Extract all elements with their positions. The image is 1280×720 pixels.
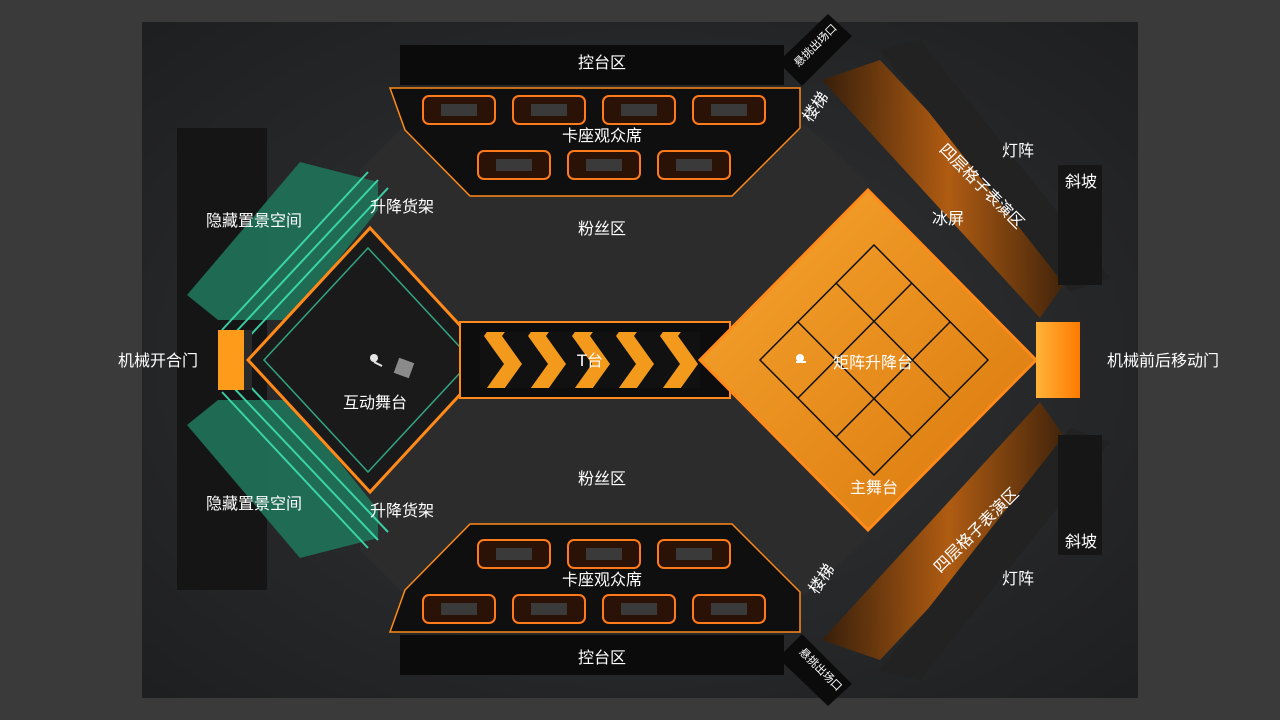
diagonal-wall-bottom (880, 428, 1110, 680)
booth-seat (657, 539, 731, 569)
t-stage-label: T台 (576, 351, 603, 370)
fan-bottom-label: 粉丝区 (578, 469, 626, 488)
booth-seat (422, 95, 496, 125)
interactive-stage-label: 互动舞台 (343, 393, 407, 412)
ramp-top-label: 斜坡 (1065, 172, 1097, 191)
t-stage-chevrons (480, 332, 700, 388)
booth-top-label: 卡座观众席 (562, 126, 642, 145)
control-area-top (400, 45, 784, 85)
light-array-bottom-label: 灯阵 (1002, 569, 1034, 588)
fan-top-label: 粉丝区 (578, 219, 626, 238)
interactive-stage (245, 225, 495, 495)
mech-door-right-label: 机械前后移动门 (1107, 351, 1219, 370)
lift-rack-top-label: 升降货架 (370, 197, 434, 216)
performer-icon (796, 354, 806, 363)
booth-seat (602, 95, 676, 125)
booth-seat (422, 594, 496, 624)
exit-top (778, 14, 852, 86)
booth-seats (422, 95, 766, 624)
ice-screen-label: 冰屏 (932, 209, 964, 228)
booth-seat (692, 95, 766, 125)
control-area-bottom (400, 635, 784, 675)
mech-door-left-label: 机械开合门 (118, 351, 198, 370)
lift-rack-bottom-label: 升降货架 (370, 501, 434, 520)
booth-seat (567, 150, 641, 180)
booth-seat (477, 539, 551, 569)
booth-seat (512, 594, 586, 624)
main-stage (697, 187, 1039, 533)
control-top-label: 控台区 (578, 53, 626, 72)
light-array-top-label: 灯阵 (1002, 141, 1034, 160)
control-bottom-label: 控台区 (578, 648, 626, 667)
main-stage-label: 主舞台 (850, 478, 898, 497)
ramp-bottom-label: 斜坡 (1065, 532, 1097, 551)
interactive-stage-inner (262, 246, 474, 474)
booth-seat (692, 594, 766, 624)
hidden-space-top (187, 162, 378, 320)
mech-door-left (218, 330, 244, 390)
booth-bottom-label: 卡座观众席 (562, 570, 642, 589)
exit-bottom (778, 634, 852, 706)
lattice-zone-bottom (822, 402, 1075, 660)
booth-seat (512, 95, 586, 125)
stage-props-icon (370, 354, 415, 379)
hidden-space-bottom (187, 400, 378, 558)
diagonal-wall-top (880, 40, 1110, 292)
booth-seat (477, 150, 551, 180)
ramp-top (1058, 165, 1102, 285)
booth-seat (567, 539, 641, 569)
hidden-space-bottom-label: 隐藏置景空间 (206, 494, 302, 513)
mech-door-right (1036, 322, 1080, 398)
lift-rack-bottom-glow (221, 379, 389, 549)
matrix-lift-label: 矩阵升降台 (833, 353, 913, 372)
lattice-zone-top (822, 60, 1075, 318)
booth-seat (657, 150, 731, 180)
lift-rack-top-glow (221, 171, 389, 343)
hidden-space-top-label: 隐藏置景空间 (206, 211, 302, 230)
booth-seat (602, 594, 676, 624)
ramp-bottom (1058, 435, 1102, 555)
matrix-lift-grid (758, 243, 990, 477)
